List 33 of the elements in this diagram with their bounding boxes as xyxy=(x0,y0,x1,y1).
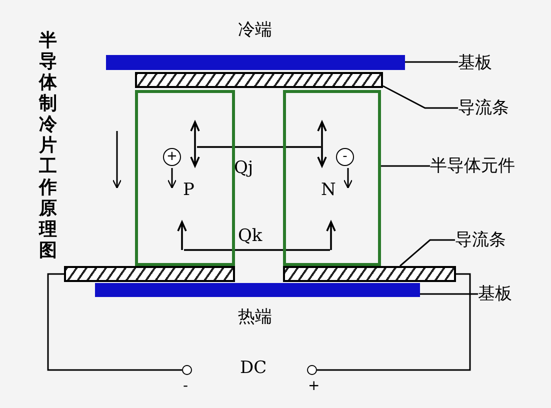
type-letter: P xyxy=(183,180,194,200)
terminal-sign: + xyxy=(308,378,320,394)
heat-label: Qk xyxy=(238,226,262,246)
callout-label: 基板 xyxy=(458,52,508,74)
leader-line xyxy=(405,61,458,63)
charge-symbol: - xyxy=(336,148,354,166)
terminal-circle xyxy=(307,365,317,375)
heat-label: Qj xyxy=(234,158,254,178)
conductor-strip xyxy=(135,72,383,88)
callout-label: 导流条 xyxy=(458,97,538,119)
leader-line xyxy=(399,239,455,267)
substrate-plate xyxy=(95,283,420,297)
leader-line xyxy=(382,85,458,109)
callout-label: 基板 xyxy=(478,283,528,305)
leader-line xyxy=(420,293,478,295)
terminal-circle xyxy=(182,365,192,375)
type-letter: N xyxy=(321,180,336,200)
wire xyxy=(47,273,182,371)
side-label: 冷端 xyxy=(238,20,272,40)
leader-line xyxy=(381,165,430,167)
vertical-title: 半导体制冷片工作原理图 xyxy=(38,30,58,261)
callout-label: 导流条 xyxy=(455,229,535,251)
semiconductor-element xyxy=(135,90,235,266)
terminal-sign: - xyxy=(183,378,188,394)
substrate-plate xyxy=(106,55,405,70)
callout-label: 半导体元件 xyxy=(430,155,540,177)
source-label: DC xyxy=(240,358,267,378)
semiconductor-element xyxy=(283,90,381,266)
side-label: 热端 xyxy=(238,307,272,327)
conductor-strip xyxy=(283,266,456,282)
charge-symbol: + xyxy=(163,148,181,166)
conductor-strip xyxy=(64,266,235,282)
wire xyxy=(317,273,471,371)
